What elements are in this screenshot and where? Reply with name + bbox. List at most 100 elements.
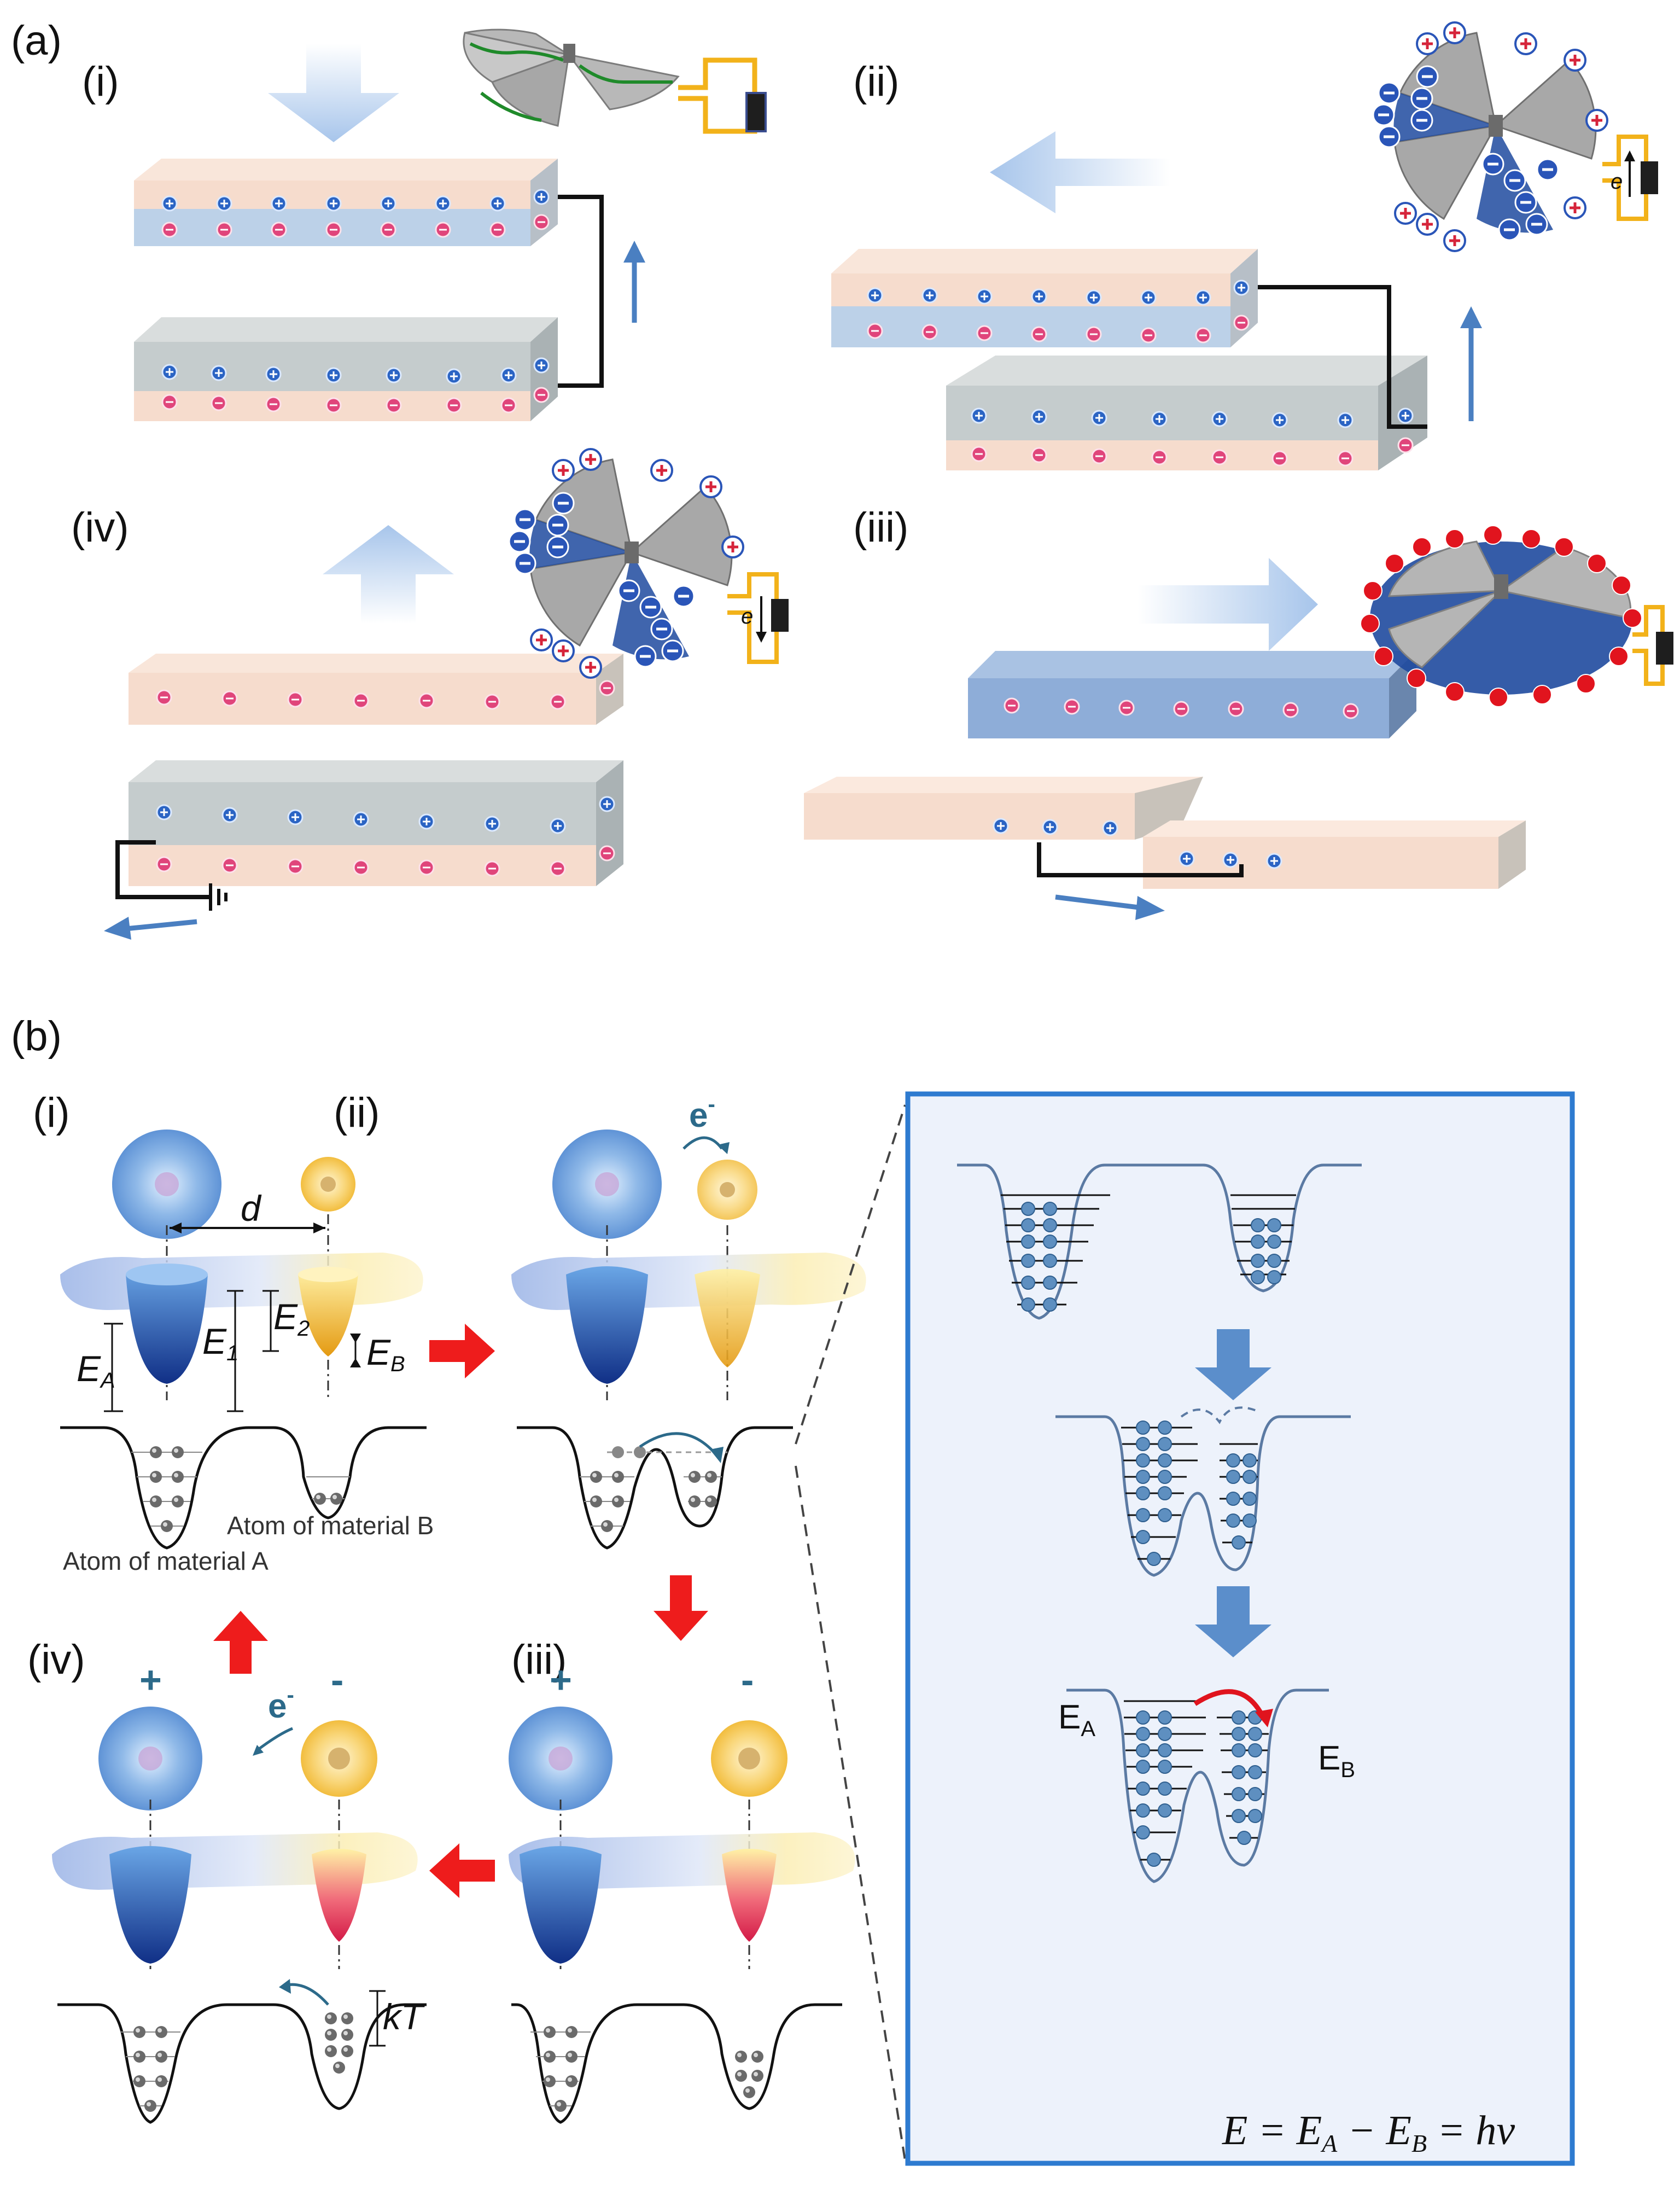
top-slab bbox=[134, 159, 558, 246]
panel-b-step-i: (i) (ii) d EA bbox=[33, 1090, 434, 1575]
inset-ea-label: E bbox=[1058, 1698, 1081, 1736]
step-iv-label: (iv) bbox=[71, 504, 129, 551]
split-electrode-right bbox=[1143, 820, 1526, 889]
energy-marker-e2: E2 bbox=[262, 1290, 310, 1352]
electron-sup: - bbox=[708, 1092, 715, 1116]
energy-marker-eb: EB bbox=[350, 1332, 405, 1376]
potential-well-a bbox=[520, 1846, 602, 1964]
plus-sign: + bbox=[550, 1658, 572, 1701]
energy-marker-ea: EA bbox=[77, 1323, 123, 1412]
inset-ea-subscript: A bbox=[1081, 1717, 1095, 1741]
svg-text:e-: e- bbox=[689, 1092, 715, 1134]
electron-label: e bbox=[689, 1097, 708, 1134]
distance-label: d bbox=[241, 1188, 262, 1229]
panel-a-step-i: (i) bbox=[82, 28, 767, 421]
zoom-line-bottom bbox=[795, 1465, 906, 2161]
current-right-arrow bbox=[1055, 894, 1165, 920]
potential-curve bbox=[57, 2003, 427, 2124]
electron-label: e bbox=[268, 1687, 287, 1725]
step-ii-label: (ii) bbox=[853, 59, 899, 105]
potential-well-b-charged bbox=[312, 1849, 366, 1942]
inset-down-arrow-1 bbox=[1195, 1329, 1271, 1400]
step-arrow-ii-to-iii bbox=[654, 1575, 708, 1641]
minus-sign: - bbox=[741, 1658, 754, 1701]
inset-eb-subscript: B bbox=[1340, 1758, 1355, 1782]
svg-text:E1: E1 bbox=[202, 1321, 238, 1365]
atom-a-label: Atom of material A bbox=[63, 1547, 269, 1575]
circuit-wire bbox=[115, 840, 211, 899]
panel-a-step-iii: (iii) bbox=[804, 504, 1673, 920]
atom-b-label: Atom of material B bbox=[227, 1511, 434, 1540]
separated-wells bbox=[957, 1163, 1362, 1320]
electron-symbol: e bbox=[741, 604, 753, 628]
svg-text:EA: EA bbox=[1058, 1698, 1095, 1741]
electron-sup: - bbox=[287, 1683, 294, 1707]
panel-a-step-ii: (ii) bbox=[831, 22, 1658, 470]
slide-right-arrow bbox=[1138, 558, 1318, 651]
svg-text:EA: EA bbox=[77, 1348, 115, 1393]
electron-symbol: e bbox=[1611, 170, 1623, 194]
electron-levels bbox=[530, 2026, 763, 2112]
current-left-arrow bbox=[104, 917, 197, 940]
inset-eb-label: E bbox=[1318, 1739, 1340, 1777]
step-iv-label: (iv) bbox=[27, 1637, 85, 1683]
slide-left-arrow bbox=[990, 131, 1170, 213]
step-arrow-iv-to-i bbox=[213, 1611, 268, 1674]
kt-label: kT bbox=[383, 1996, 425, 2037]
band-diagram-inset: EA EB E = EA − EB = hν bbox=[905, 1091, 1575, 2166]
inset-down-arrow-2 bbox=[1195, 1586, 1271, 1657]
panel-a-label: (a) bbox=[11, 18, 62, 64]
minus-sign: - bbox=[331, 1658, 343, 1701]
circuit-wire bbox=[558, 195, 604, 388]
bottom-slab bbox=[134, 317, 558, 421]
step-i-label: (i) bbox=[82, 59, 119, 105]
potential-well-b bbox=[695, 1269, 760, 1367]
circuit-wire bbox=[1258, 285, 1427, 429]
bottom-slab bbox=[129, 760, 623, 886]
ea-subscript: A bbox=[100, 1369, 115, 1393]
zoom-line-top bbox=[795, 1104, 906, 1445]
thermal-energy-marker: kT bbox=[369, 1990, 425, 2047]
e2-subscript: 2 bbox=[297, 1317, 310, 1341]
current-up-arrow bbox=[623, 241, 645, 323]
electron-levels-a bbox=[131, 1446, 202, 1532]
circuit-wire bbox=[1037, 842, 1244, 877]
potential-well-a bbox=[126, 1266, 208, 1384]
svg-text:EB: EB bbox=[1318, 1739, 1355, 1782]
lower-slab bbox=[946, 356, 1427, 470]
potential-curve bbox=[517, 1426, 793, 1550]
potential-well-a bbox=[566, 1266, 648, 1384]
electron-levels-b bbox=[306, 1476, 350, 1505]
rotary-device-iii bbox=[1360, 525, 1673, 707]
electron-levels bbox=[120, 2012, 353, 2112]
potential-well-a bbox=[109, 1846, 191, 1964]
svg-text:e-: e- bbox=[268, 1683, 294, 1725]
press-down-arrow bbox=[268, 44, 399, 142]
panel-b-label: (b) bbox=[11, 1013, 62, 1059]
upper-slab bbox=[831, 249, 1258, 347]
distance-marker: d bbox=[170, 1188, 325, 1233]
eb-label: E bbox=[366, 1332, 391, 1372]
electron-transfer-arrow bbox=[1193, 1689, 1266, 1719]
svg-text:EB: EB bbox=[366, 1332, 405, 1376]
e1-subscript: 1 bbox=[226, 1341, 238, 1365]
svg-text:E2: E2 bbox=[273, 1296, 310, 1341]
blue-sliding-plate bbox=[968, 651, 1416, 738]
panel-b-step-iv: (iv) + - e- bbox=[27, 1637, 427, 2124]
energy-marker-e1: E1 bbox=[202, 1290, 243, 1412]
e2-label: E bbox=[273, 1296, 298, 1337]
ea-label: E bbox=[77, 1348, 101, 1389]
potential-well-b-charged bbox=[722, 1849, 777, 1942]
panel-b-step-iii: (iii) + - bbox=[509, 1637, 855, 2124]
panel-b: (b) (i) (ii) d bbox=[11, 1013, 1575, 2166]
overlapping-wells bbox=[1055, 1406, 1351, 1577]
electron-levels bbox=[580, 1471, 722, 1532]
rotary-device-i bbox=[463, 28, 767, 134]
panel-b-step-ii: e- bbox=[511, 1092, 866, 1550]
step-iii-label: (iii) bbox=[853, 504, 908, 551]
lift-up-arrow bbox=[323, 525, 454, 624]
potential-well-b bbox=[298, 1269, 358, 1357]
ground-symbol bbox=[209, 883, 228, 911]
step-arrow-iii-to-iv bbox=[429, 1843, 495, 1898]
